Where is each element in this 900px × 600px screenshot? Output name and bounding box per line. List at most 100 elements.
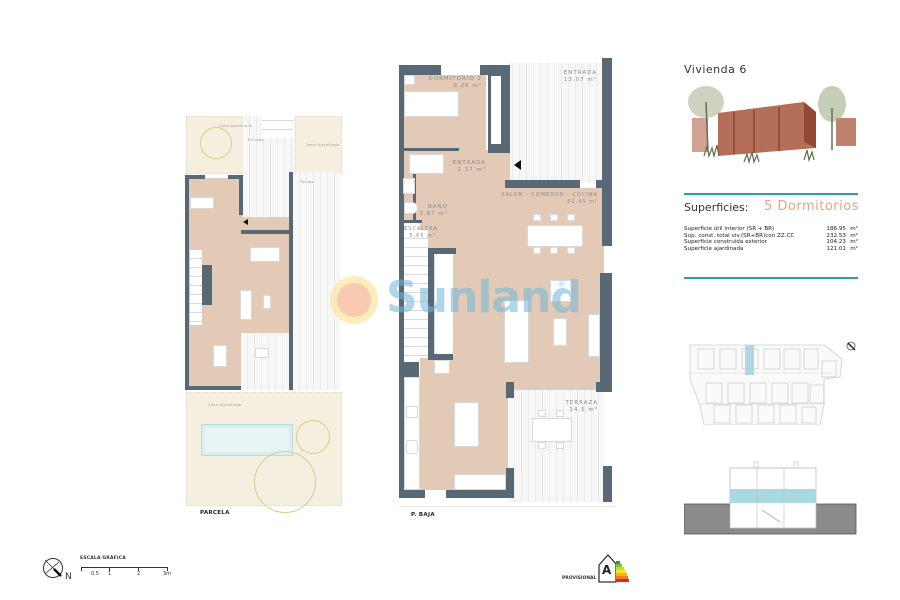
surface-unit: m² <box>850 239 858 246</box>
baja-caption: P. BAJA <box>411 512 435 518</box>
stair-landing <box>434 254 453 354</box>
wall <box>602 58 612 246</box>
surface-row: Superficie ajardinada 121.01 m² <box>684 246 858 253</box>
wall <box>185 386 241 390</box>
wall <box>596 180 612 188</box>
chair <box>556 410 564 417</box>
watermark-logo-inner <box>337 283 371 317</box>
chair <box>538 442 546 449</box>
wall <box>228 175 243 179</box>
room-name: BAÑO <box>428 204 448 210</box>
label-garden-3: Zona Ajardinada <box>208 403 242 407</box>
terrace-deck <box>293 172 340 390</box>
room-area: 5.65 m² <box>409 233 436 239</box>
wall <box>446 490 514 498</box>
energy-provisional-label: PROVISIONAL <box>562 576 597 581</box>
room-label-entrada-ext: ENTRADA 13.07 m² <box>545 70 597 84</box>
room-label-entrada-int: ENTRADA 2.37 m² <box>452 160 486 174</box>
room-area: 9.26 m² <box>453 83 482 89</box>
wall <box>239 175 243 215</box>
kitchen-sink <box>406 406 418 418</box>
registered-mark: ® <box>557 280 566 290</box>
room-area: 13.07 m² <box>563 77 597 83</box>
scale-tick <box>167 567 168 571</box>
north-arrow-icon <box>42 557 68 583</box>
house-sketch-illustration <box>684 80 858 172</box>
scale-tick-label: 1 <box>108 571 112 577</box>
scale-tick-label: 2 <box>137 571 141 577</box>
site-plan-svg <box>688 344 843 426</box>
chair <box>533 247 541 254</box>
cooktop <box>406 440 418 454</box>
wall <box>506 468 514 498</box>
interior-stairs <box>404 230 428 358</box>
room-name: ENTRADA <box>563 70 597 76</box>
label-garden-1: Zona Ajardinada <box>219 124 253 128</box>
interior-stairs <box>190 250 202 325</box>
room-label-dormitorio: DORMITORIO 2 9.26 m² <box>420 76 482 90</box>
wall <box>596 382 612 392</box>
garden-area <box>295 116 342 174</box>
wall <box>399 65 404 498</box>
toilet <box>404 202 418 214</box>
scale-tick <box>138 567 139 571</box>
surface-label: Superficie ajardinada <box>684 245 744 252</box>
wall <box>399 148 459 151</box>
tree-circle <box>254 451 316 513</box>
room-name: SALON - COMEDOR - COCINA <box>501 192 598 198</box>
wall <box>185 175 205 179</box>
scale-tick <box>109 567 110 571</box>
bed <box>190 197 214 209</box>
armchair <box>550 280 572 302</box>
coffee-table <box>553 318 567 346</box>
room-area: 14.5 m² <box>569 407 598 413</box>
room-label-escalera: ESCALERA 5.65 m² <box>404 226 437 240</box>
surface-label: Superficie útil interior (SR + BR) <box>684 226 775 232</box>
wall <box>399 362 419 377</box>
wall <box>506 382 514 398</box>
wall <box>399 490 425 498</box>
energy-house-icon <box>598 553 630 583</box>
wall <box>600 273 612 391</box>
chair <box>567 214 575 221</box>
wall <box>202 265 212 305</box>
room-name: ENTRADA <box>452 160 486 166</box>
nightstand <box>404 75 415 85</box>
parcela-caption: PARCELA <box>200 510 230 516</box>
label-terrace: Terraza <box>300 180 315 184</box>
surface-row: Superficie construida exterior 104.23 m² <box>684 239 858 246</box>
room-label-bano: BAÑO 3.87 m² <box>418 204 448 218</box>
entry-arrow-icon <box>514 160 521 170</box>
site-plan-map <box>684 343 844 426</box>
wall <box>241 230 291 234</box>
tree-circle <box>200 127 232 159</box>
scale-title: ESCALA GRÁFICA <box>80 556 126 561</box>
surface-value: 232.53 <box>826 232 846 239</box>
tree-circle <box>296 420 330 454</box>
energy-rating-letter: A <box>602 563 612 577</box>
storage <box>434 360 450 374</box>
exterior-stairs <box>262 112 294 138</box>
chair <box>550 214 558 221</box>
page-title: Vivienda 6 <box>684 63 747 76</box>
chair <box>550 247 558 254</box>
chair <box>538 410 546 417</box>
north-label: N <box>65 572 72 582</box>
sketch-svg <box>688 86 856 165</box>
chair <box>533 214 541 221</box>
wall <box>413 173 416 221</box>
wall <box>428 248 456 254</box>
room-area: 2.37 m² <box>457 167 486 173</box>
sink <box>403 178 415 194</box>
room-name: DORMITORIO 2 <box>428 76 482 82</box>
kitchen-cabinets <box>454 474 506 490</box>
entry-arrow-icon <box>243 219 248 225</box>
surface-unit: m² <box>850 245 858 252</box>
pool-inner <box>205 428 289 452</box>
dining-table <box>527 225 583 247</box>
terrace-table <box>532 418 572 442</box>
closet <box>409 154 444 174</box>
label-entrance: Entrada <box>248 138 264 142</box>
room-area: 3.87 m² <box>419 211 448 217</box>
wall <box>399 65 441 75</box>
